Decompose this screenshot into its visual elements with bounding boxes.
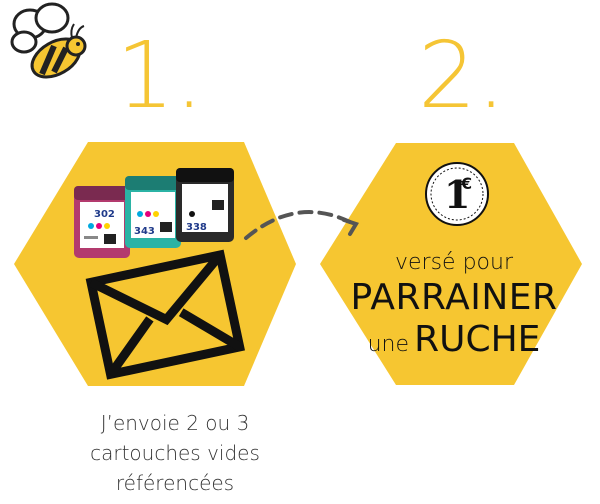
step2-line2: PARRAINER — [350, 277, 558, 318]
coin-symbol: € — [460, 174, 472, 193]
step-number-2: 2. — [418, 22, 506, 129]
cartridge-icon: 338 — [176, 168, 234, 242]
coin-value: 1 — [444, 172, 470, 217]
hexagon-step2 — [320, 143, 582, 385]
cartridge-3-label: 338 — [186, 222, 207, 233]
caption-line: J’envoie 2 ou 3 — [100, 411, 250, 435]
dashed-arrow-icon — [244, 210, 359, 240]
cartridge-1-label: 302 — [94, 209, 115, 220]
caption-line: référencées — [115, 471, 235, 495]
coin-icon: 1 € — [425, 162, 489, 226]
step2-line3-big: RUCHE — [414, 319, 541, 360]
step2-text: versé pour PARRAINER une RUCHE — [330, 249, 578, 367]
step-number-1: 1. — [116, 22, 204, 129]
cartridge-icon: 302 — [74, 186, 130, 258]
bee-icon — [10, 2, 87, 79]
step2-line1: versé pour — [394, 250, 513, 275]
step2-line3-small: une — [367, 332, 409, 357]
envelope-icon — [85, 249, 245, 380]
step1-caption: J’envoie 2 ou 3 cartouches vides référen… — [40, 408, 310, 498]
cartridge-icon: 343 — [125, 176, 181, 248]
step2-line3: une RUCHE — [330, 319, 578, 367]
caption-line: cartouches vides — [90, 441, 260, 465]
cartridge-2-label: 343 — [134, 226, 155, 237]
